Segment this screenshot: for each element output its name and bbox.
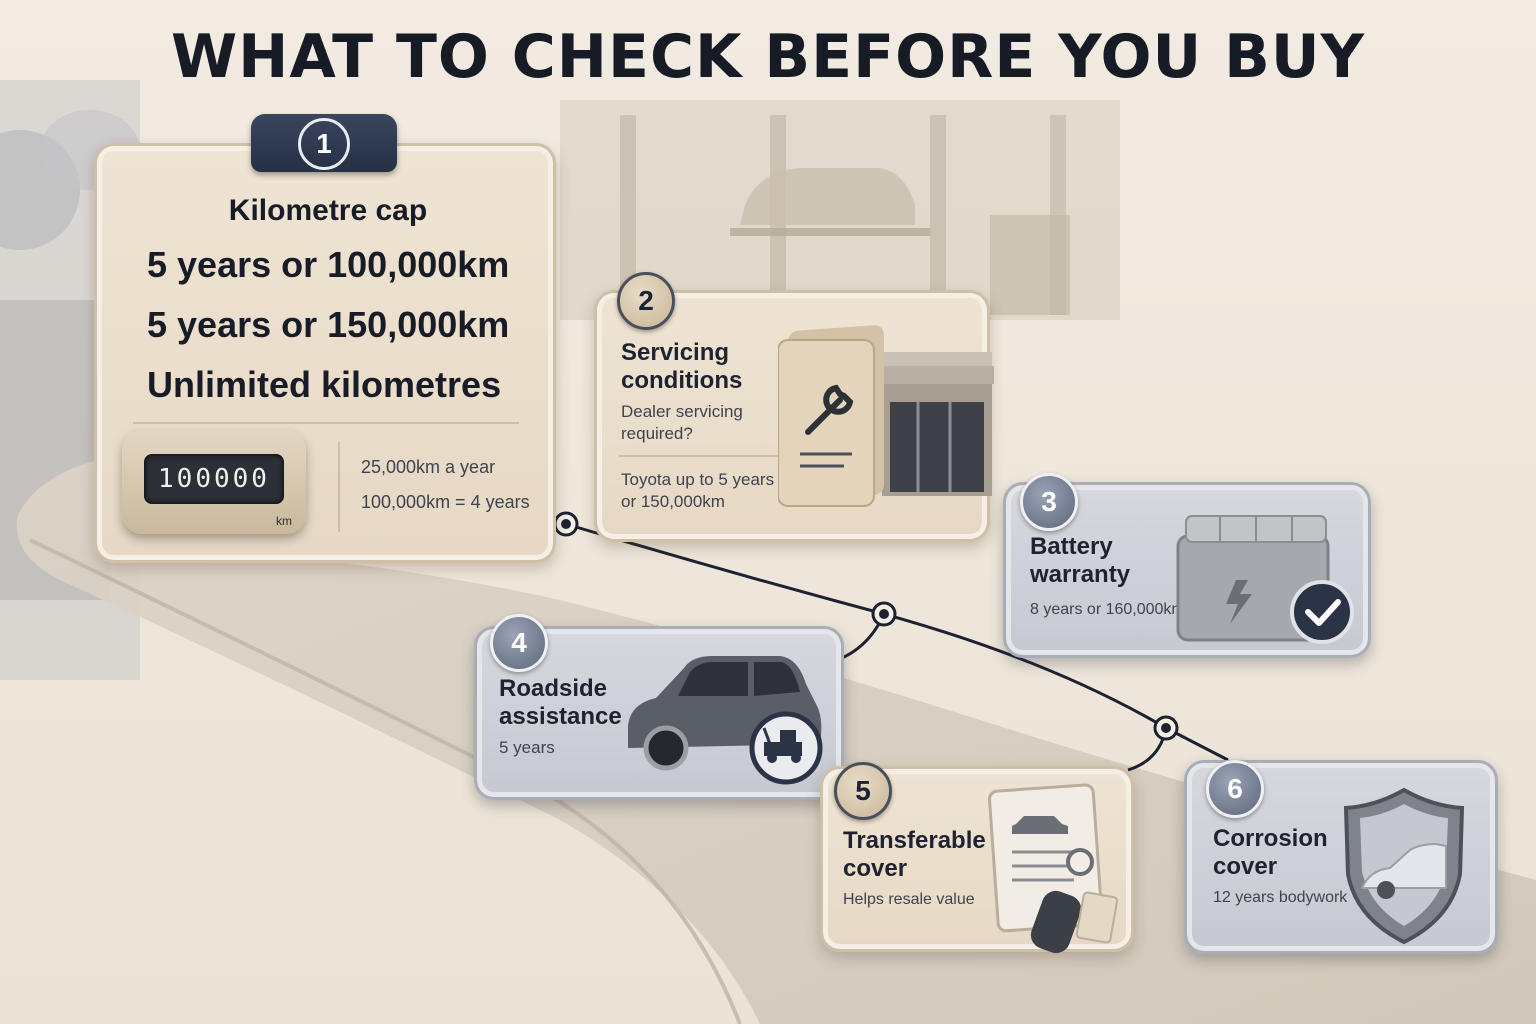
step-1-number: 1	[298, 118, 350, 170]
card-battery-sub: 8 years or 160,000km	[1030, 601, 1185, 618]
document-icon	[987, 783, 1119, 954]
card-roadside-sub: 5 years	[499, 738, 555, 757]
card-servicing-detail-2: or 150,000km	[621, 492, 725, 511]
divider	[133, 422, 519, 424]
odometer-unit: km	[276, 514, 292, 528]
page-title: WHAT TO CHECK BEFORE YOU BUY	[170, 22, 1366, 92]
divider	[619, 455, 787, 457]
battery-icon	[1176, 515, 1354, 644]
card-servicing-heading-2: conditions	[621, 367, 743, 394]
card-servicing-sub-1: Dealer servicing	[621, 402, 743, 421]
dealership-building-icon	[876, 352, 994, 496]
card-corrosion-sub: 12 years bodywork	[1213, 889, 1348, 906]
step-2-badge: 2	[617, 272, 675, 330]
step-1-tab: 1	[251, 114, 397, 172]
card-servicing-heading-1: Servicing	[621, 339, 730, 366]
card-servicing-detail-1: Toyota up to 5 years	[621, 470, 775, 489]
car-key-icon	[1030, 848, 1119, 954]
step-3-badge: 3	[1020, 473, 1078, 531]
card-roadside-heading-1: Roadside	[499, 675, 608, 702]
card-transferable-sub: Helps resale value	[843, 891, 975, 908]
option-100000: 5 years or 100,000km	[147, 244, 510, 285]
checkmark-icon	[1290, 580, 1354, 644]
card-battery-heading-1: Battery	[1030, 533, 1113, 560]
option-unlimited: Unlimited kilometres	[147, 364, 502, 405]
divider-vertical	[338, 442, 340, 532]
step-4-badge: 4	[490, 614, 548, 672]
step-6-badge: 6	[1206, 760, 1264, 818]
note-four-years: 100,000km = 4 years	[361, 492, 530, 512]
shield-icon	[1343, 787, 1465, 945]
suv-icon	[628, 656, 823, 785]
card-corrosion-heading-2: cover	[1213, 853, 1278, 880]
step-5-badge: 5	[834, 762, 892, 820]
card-battery-heading-2: warranty	[1030, 561, 1131, 588]
tow-truck-icon	[749, 711, 823, 785]
odometer-digits: 100000	[158, 464, 270, 494]
odometer-icon: 100000 km	[122, 430, 306, 534]
card-roadside-heading-2: assistance	[499, 703, 622, 730]
card-transferable-heading-1: Transferable	[843, 827, 986, 854]
card-servicing-sub-2: required?	[621, 424, 693, 443]
service-book-icon	[778, 325, 994, 507]
option-150000: 5 years or 150,000km	[147, 304, 510, 345]
card-kilometre-cap-heading: Kilometre cap	[228, 194, 428, 227]
card-transferable-heading-2: cover	[843, 855, 908, 882]
note-per-year: 25,000km a year	[361, 457, 496, 477]
card-corrosion-heading-1: Corrosion	[1213, 825, 1328, 852]
